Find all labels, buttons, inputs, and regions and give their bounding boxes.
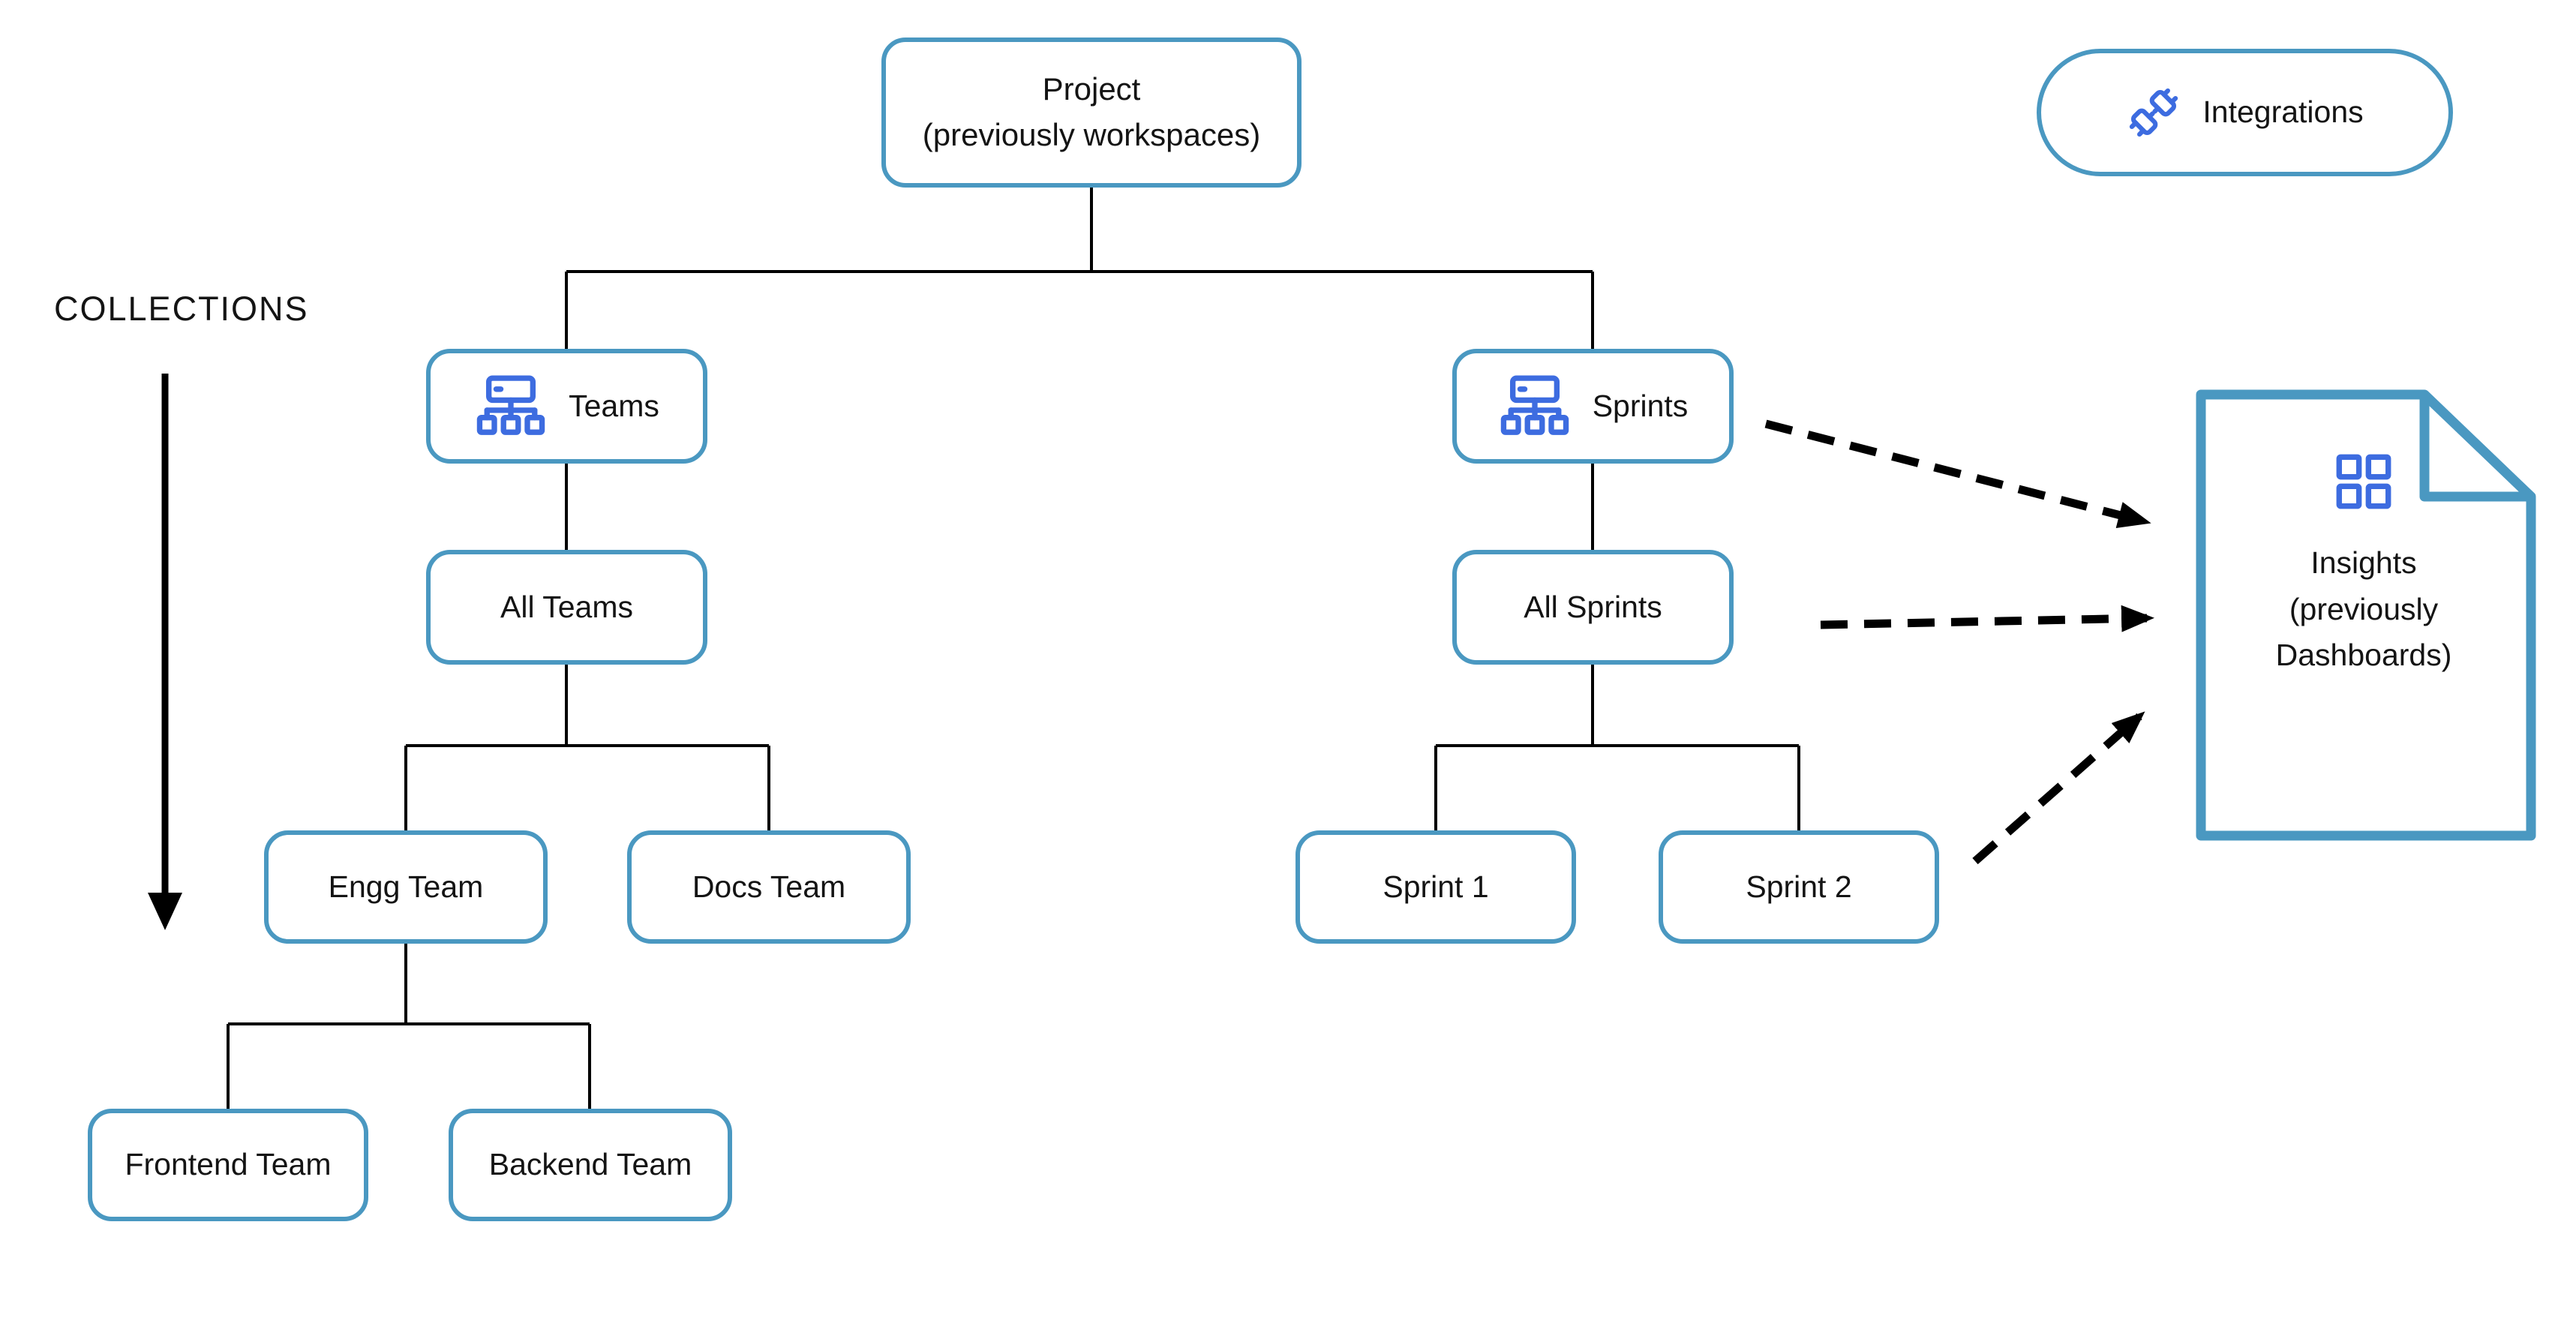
node-insights: Insights (previously Dashboards): [2196, 390, 2531, 840]
node-sprint-1-label: Sprint 1: [1383, 869, 1489, 904]
integrations-button: Integrations: [2037, 49, 2453, 176]
node-backend-team-label: Backend Team: [488, 1147, 692, 1182]
node-project-label: Project (previously workspaces): [922, 71, 1261, 152]
plug-link-icon: [2126, 85, 2181, 140]
node-all-sprints: All Sprints: [1452, 550, 1734, 665]
node-docs-team-label: Docs Team: [692, 869, 846, 904]
node-backend-team: Backend Team: [449, 1109, 732, 1221]
node-all-teams-label: All Teams: [500, 589, 633, 624]
dashed-arrow-allsprints-to-insights: [1820, 605, 2154, 632]
node-insights-label: Insights (previously Dashboards): [2275, 545, 2452, 672]
node-sprint-1: Sprint 1: [1296, 830, 1576, 944]
collections-heading: COLLECTIONS: [54, 290, 309, 328]
node-sprints: Sprints: [1452, 349, 1734, 464]
node-engg-team: Engg Team: [264, 830, 548, 944]
node-engg-team-label: Engg Team: [328, 869, 484, 904]
sitemap-icon: [1498, 374, 1572, 440]
node-teams-label: Teams: [569, 388, 659, 423]
node-sprints-label: Sprints: [1592, 388, 1689, 423]
dashed-arrow-sprints-to-insights: [1764, 419, 2151, 528]
tree-connectors: [227, 188, 1800, 1109]
insights-document-outline: [2196, 389, 2536, 841]
dashboard-grid-icon: [2335, 453, 2392, 510]
node-teams: Teams: [426, 349, 707, 464]
node-all-teams: All Teams: [426, 550, 707, 665]
sitemap-icon: [474, 374, 548, 440]
dashed-arrow-sprint2-to-insights: [1972, 711, 2145, 865]
node-all-sprints-label: All Sprints: [1524, 589, 1662, 624]
node-docs-team: Docs Team: [627, 830, 911, 944]
collections-arrow: [148, 374, 182, 930]
node-sprint-2: Sprint 2: [1659, 830, 1939, 944]
node-frontend-team: Frontend Team: [88, 1109, 368, 1221]
node-project: Project (previously workspaces): [881, 38, 1302, 188]
integrations-label: Integrations: [2202, 95, 2364, 130]
node-sprint-2-label: Sprint 2: [1746, 869, 1852, 904]
dashed-arrows: [1764, 419, 2154, 865]
node-frontend-team-label: Frontend Team: [125, 1147, 332, 1182]
